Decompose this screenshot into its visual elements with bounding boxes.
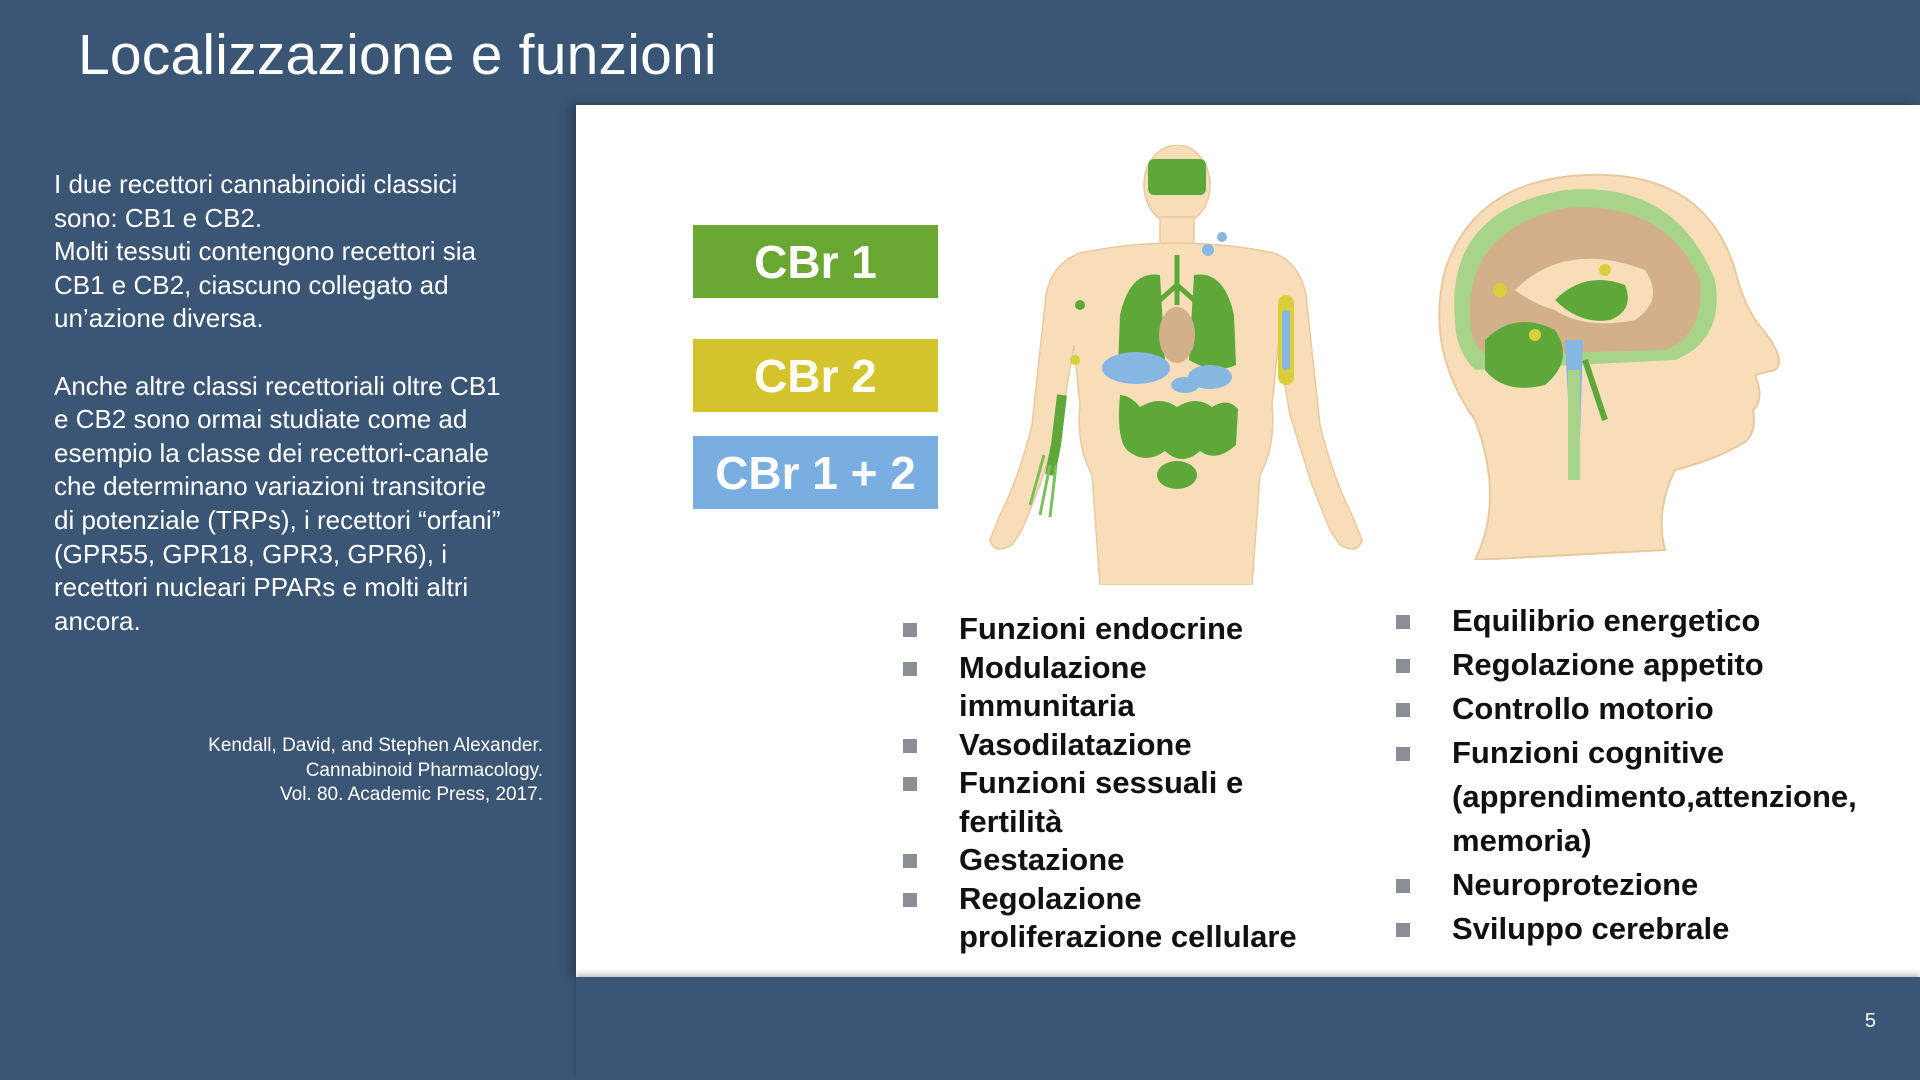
square-bullet-icon	[903, 738, 917, 753]
square-bullet-icon	[1396, 659, 1410, 673]
human-body-illustration	[989, 145, 1363, 585]
list-item-text: Vasodilatazione	[959, 726, 1192, 762]
text-line: un’azione diversa.	[54, 303, 264, 334]
text-line: ancora.	[54, 605, 141, 636]
brain-functions-list: Equilibrio energetico Regolazione appeti…	[1396, 599, 1876, 951]
square-bullet-icon	[1396, 703, 1410, 717]
list-item-text: Funzioni sessuali e fertilità	[959, 765, 1244, 839]
citation-line: Vol. 80. Academic Press, 2017.	[280, 784, 543, 805]
list-item: Controllo motorio	[1396, 687, 1876, 731]
list-item-text: Funzioni cognitive (apprendimento,attenz…	[1452, 735, 1857, 858]
list-item-text: Regolazione appetito	[1452, 647, 1764, 682]
legend-cbr1: CBr 1	[693, 225, 938, 298]
text-line: di potenziale (TRPs), i recettori “orfan…	[54, 504, 501, 535]
body-silhouette	[989, 145, 1363, 585]
text-line: sono: CB1 e CB2.	[54, 202, 263, 233]
list-item: Neuroprotezione	[1396, 863, 1876, 907]
text-line: Molti tessuti contengono recettori sia	[54, 236, 476, 267]
list-item-text: Funzioni endocrine	[959, 611, 1244, 646]
list-item-text: Sviluppo cerebrale	[1452, 911, 1730, 946]
list-item-text: Equilibrio energetico	[1452, 603, 1761, 638]
footer-bar	[576, 977, 1920, 1080]
list-item-text: Neuroprotezione	[1452, 867, 1699, 902]
list-item-text: Controllo motorio	[1452, 691, 1714, 726]
square-bullet-icon	[1396, 747, 1410, 761]
citation: Kendall, David, and Stephen Alexander. C…	[150, 734, 543, 808]
list-item: Modulazione immunitaria	[903, 649, 1303, 726]
legend-cbr2: CBr 2	[693, 339, 938, 412]
list-item-text: Regolazione proliferazione cellulare	[959, 880, 1297, 955]
brain-regions	[1454, 189, 1717, 480]
square-bullet-icon	[903, 892, 917, 907]
list-item: Gestazione	[903, 841, 1303, 880]
square-bullet-icon	[903, 777, 917, 791]
text-line: CB1 e CB2, ciascuno collegato ad	[54, 269, 449, 300]
text-line: recettori nucleari PPARs e molti altri	[54, 572, 469, 603]
square-bullet-icon	[1396, 923, 1410, 937]
list-item: Funzioni endocrine	[903, 610, 1303, 649]
body-organs	[1028, 159, 1294, 518]
list-item: Funzioni cognitive (apprendimento,attenz…	[1396, 731, 1876, 863]
body-functions-list: Funzioni endocrine Modulazione immunitar…	[903, 610, 1303, 957]
square-bullet-icon	[903, 623, 917, 637]
list-item: Equilibrio energetico	[1396, 599, 1876, 643]
text-line: Anche altre classi recettoriali oltre CB…	[54, 370, 501, 401]
list-item: Regolazione proliferazione cellulare	[903, 880, 1303, 957]
square-bullet-icon	[1396, 615, 1410, 629]
brain-illustration	[1438, 173, 1780, 560]
text-line: e CB2 sono ormai studiate come ad	[54, 404, 468, 435]
square-bullet-icon	[903, 854, 917, 868]
text-line: (GPR55, GPR18, GPR3, GPR6), i	[54, 538, 448, 569]
text-line: esempio la classe dei recettori-canale	[54, 437, 489, 468]
citation-line: Cannabinoid Pharmacology.	[305, 759, 543, 781]
description-text: I due recettori cannabinoidi classici so…	[54, 168, 554, 638]
paragraph-gap	[54, 336, 554, 370]
list-item: Sviluppo cerebrale	[1396, 907, 1876, 951]
page-number: 5	[1864, 1010, 1876, 1032]
list-item-text: Modulazione immunitaria	[959, 649, 1147, 724]
legend-cbr1-2: CBr 1 + 2	[693, 436, 938, 509]
square-bullet-icon	[1396, 879, 1410, 893]
square-bullet-icon	[903, 661, 917, 676]
slide-title: Localizzazione e funzioni	[78, 23, 717, 87]
list-item-text: Gestazione	[959, 842, 1125, 877]
citation-line: Kendall, David, and Stephen Alexander.	[208, 735, 543, 756]
text-line: che determinano variazioni transitorie	[54, 471, 487, 502]
list-item: Funzioni sessuali e fertilità	[903, 764, 1303, 841]
list-item: Vasodilatazione	[903, 726, 1303, 765]
list-item: Regolazione appetito	[1396, 643, 1876, 687]
text-line: I due recettori cannabinoidi classici	[54, 169, 458, 199]
